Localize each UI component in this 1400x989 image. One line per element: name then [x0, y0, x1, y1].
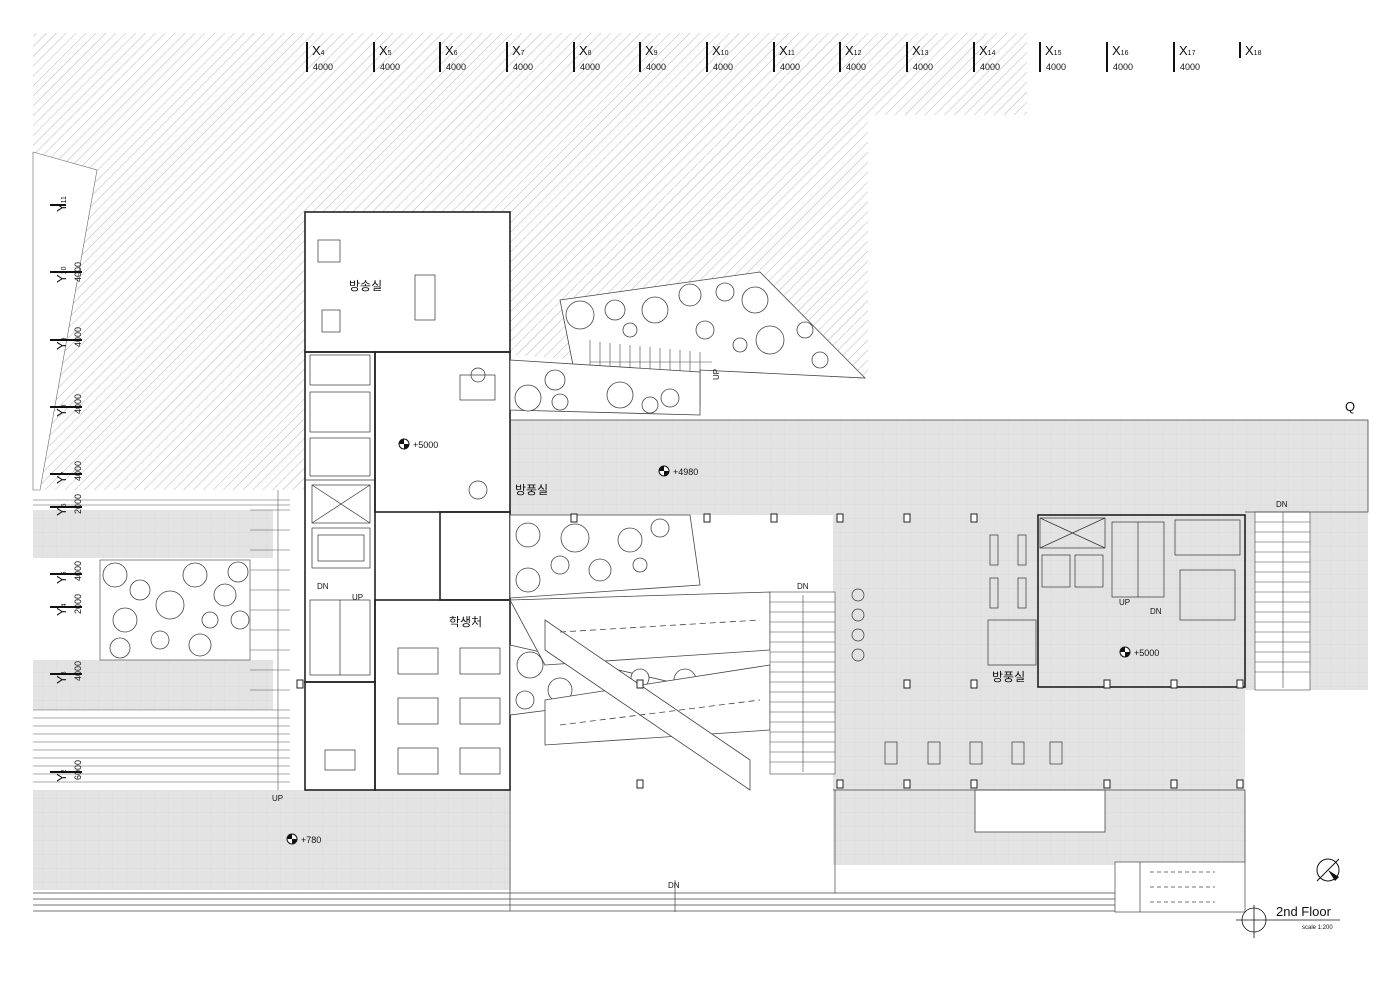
svg-text:Y3: Y3: [54, 671, 69, 684]
svg-text:Y5: Y5: [54, 571, 69, 584]
crossing-ramps: [509, 591, 771, 791]
svg-text:4000: 4000: [380, 62, 400, 72]
svg-text:X10: X10: [712, 43, 729, 58]
svg-text:4000: 4000: [913, 62, 933, 72]
svg-text:4000: 4000: [580, 62, 600, 72]
svg-text:Y9: Y9: [54, 337, 69, 350]
x-grid-labels: X4 4000 X5 4000 X6 4000 X7 4000 X8 4000 …: [312, 43, 1262, 72]
svg-text:4000: 4000: [1046, 62, 1066, 72]
mark-right-core-dn: DN: [1150, 607, 1162, 616]
mark-left-stair-up: UP: [272, 794, 283, 803]
right-stair: [1254, 511, 1311, 691]
room-windbreak-right: 방풍실: [992, 670, 1025, 684]
svg-text:Y4: Y4: [54, 603, 69, 616]
svg-text:2000: 2000: [73, 494, 83, 514]
svg-text:X11: X11: [779, 43, 795, 58]
svg-text:Y2: Y2: [54, 769, 69, 782]
mid-planter: [509, 514, 701, 599]
hatched-terrain-top: [33, 33, 1027, 490]
left-steps: [33, 490, 290, 790]
svg-text:X6: X6: [445, 43, 458, 58]
left-planter: [99, 559, 251, 661]
right-core: [987, 514, 1246, 688]
room-broadcast: 방송실: [349, 279, 382, 293]
svg-text:4000: 4000: [446, 62, 466, 72]
level-marker-symbols: [286, 438, 1131, 845]
left-building: [304, 211, 511, 791]
svg-text:2000: 2000: [73, 594, 83, 614]
y-grid-ticks: [50, 204, 82, 773]
svg-text:Y7: Y7: [54, 471, 69, 484]
ground-paving: [33, 790, 511, 890]
svg-text:X17: X17: [1179, 43, 1196, 58]
svg-text:X4: X4: [312, 43, 325, 58]
hatched-terrain-left: [32, 151, 98, 491]
svg-text:X13: X13: [912, 43, 929, 58]
svg-text:X14: X14: [979, 43, 996, 58]
svg-text:6000: 6000: [73, 760, 83, 780]
svg-text:X16: X16: [1112, 43, 1129, 58]
y-grid-labels: Y11 Y10 4000 Y9 4000 Y8 4000 Y7 4000 Y6 …: [54, 196, 83, 782]
plaza-boundary: [510, 419, 1369, 513]
mark-bottom-dn: DN: [668, 881, 680, 890]
svg-text:X7: X7: [512, 43, 525, 58]
x-grid-ticks: [306, 42, 1241, 72]
left-strip-paving-2: [33, 660, 273, 710]
level-ground: +780: [301, 835, 321, 845]
svg-text:Y11: Y11: [54, 196, 69, 212]
svg-text:X12: X12: [845, 43, 862, 58]
plaza-boundary-2: [833, 789, 1246, 862]
svg-text:4000: 4000: [780, 62, 800, 72]
svg-text:4000: 4000: [513, 62, 533, 72]
svg-text:X15: X15: [1045, 43, 1062, 58]
svg-text:X5: X5: [379, 43, 392, 58]
level-hall-left: +5000: [413, 440, 438, 450]
mark-left-core-dn: DN: [317, 582, 329, 591]
mark-right-core-up: UP: [1119, 598, 1130, 607]
level-plaza: +4980: [673, 467, 698, 477]
svg-text:4000: 4000: [313, 62, 333, 72]
structural-columns: [296, 513, 1244, 789]
svg-text:Y6: Y6: [54, 503, 69, 516]
title-block: 2nd Floor scale 1:200: [1236, 904, 1340, 938]
svg-text:4000: 4000: [713, 62, 733, 72]
mark-center-dn: DN: [797, 582, 809, 591]
grid-q-label: Q: [1345, 399, 1355, 414]
plaza-paving: [510, 420, 1368, 515]
svg-text:4000: 4000: [73, 262, 83, 282]
svg-text:4000: 4000: [1113, 62, 1133, 72]
svg-text:4000: 4000: [846, 62, 866, 72]
svg-text:4000: 4000: [73, 461, 83, 481]
room-student-affairs: 학생처: [449, 615, 482, 629]
drawing-scale: scale 1:200: [1302, 925, 1333, 931]
room-windbreak-left: 방풍실: [515, 483, 548, 497]
svg-text:4000: 4000: [646, 62, 666, 72]
lower-annex: [851, 588, 1106, 833]
north-arrow-icon: [1316, 858, 1340, 882]
svg-text:4000: 4000: [73, 327, 83, 347]
left-strip-paving: [33, 510, 273, 558]
drawing-title: 2nd Floor: [1276, 904, 1332, 919]
student-affairs-desks: [397, 647, 501, 775]
level-core-right: +5000: [1134, 648, 1159, 658]
mark-right-stair-dn: DN: [1276, 500, 1288, 509]
center-stair: [769, 591, 836, 775]
mark-up-ramp: UP: [712, 369, 721, 380]
svg-text:Y8: Y8: [54, 404, 69, 417]
svg-text:X8: X8: [579, 43, 592, 58]
svg-text:4000: 4000: [73, 394, 83, 414]
mark-left-core-up: UP: [352, 593, 363, 602]
svg-text:X18: X18: [1245, 43, 1262, 58]
bottom-steps: [33, 790, 1246, 913]
svg-text:4000: 4000: [980, 62, 1000, 72]
svg-text:4000: 4000: [1180, 62, 1200, 72]
svg-text:X9: X9: [645, 43, 658, 58]
svg-text:4000: 4000: [73, 561, 83, 581]
svg-text:Y10: Y10: [54, 266, 69, 283]
svg-text:4000: 4000: [73, 661, 83, 681]
mid-planter-upper: [509, 359, 701, 416]
